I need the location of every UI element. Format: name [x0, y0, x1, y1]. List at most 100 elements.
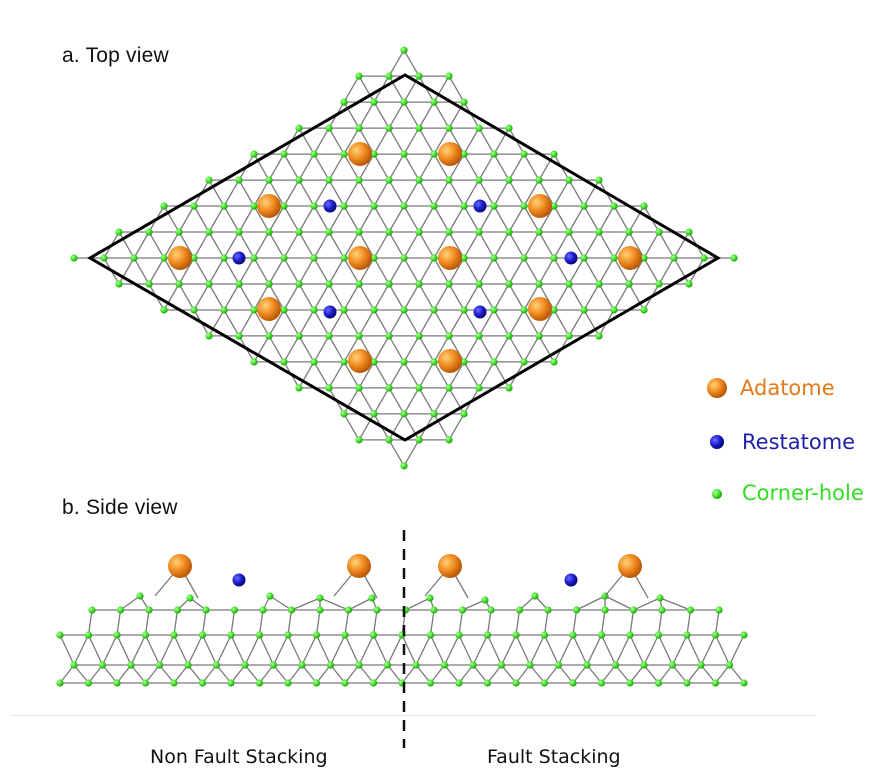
legend-item-adatom: Adatome	[706, 376, 835, 400]
top-cornerhole-atom	[430, 98, 438, 106]
top-cornerhole-atom	[70, 254, 78, 262]
top-cornerhole-atom	[460, 254, 468, 262]
side-cornerhole-atom	[711, 631, 720, 639]
top-restatom	[323, 199, 337, 213]
side-cornerhole-atom	[184, 661, 192, 669]
side-cornerhole-atom	[227, 631, 235, 639]
side-cornerhole-atom	[572, 606, 581, 614]
side-cornerhole-atom	[284, 679, 292, 687]
top-cornerhole-atom	[190, 306, 198, 314]
top-cornerhole-atom	[625, 228, 633, 236]
top-cornerhole-atom	[340, 358, 348, 366]
top-cornerhole-atom	[250, 254, 258, 262]
side-cornerhole-atom	[269, 661, 278, 669]
top-cornerhole-atom	[385, 280, 393, 288]
top-cornerhole-atom	[280, 150, 288, 158]
top-cornerhole-atom	[565, 280, 573, 288]
top-cornerhole-atom	[250, 202, 258, 210]
non-fault-stacking-label: Non Fault Stacking	[150, 746, 328, 768]
top-cornerhole-atom	[505, 280, 513, 288]
side-cornerhole-atom	[426, 594, 434, 602]
top-cornerhole-atom	[385, 176, 393, 184]
top-cornerhole-atom	[415, 124, 423, 132]
top-cornerhole-atom	[355, 228, 363, 236]
top-cornerhole-atom	[655, 280, 663, 288]
top-cornerhole-atom	[385, 384, 393, 392]
side-cornerhole-atom	[170, 631, 178, 639]
side-cornerhole-atom	[569, 631, 577, 639]
top-cornerhole-atom	[355, 72, 363, 80]
side-cornerhole-atom	[711, 679, 720, 687]
side-cornerhole-atom	[430, 606, 438, 614]
top-cornerhole-atom	[265, 228, 273, 236]
top-cornerhole-atom	[265, 332, 273, 340]
side-view-title: b. Side view	[62, 496, 178, 519]
top-cornerhole-atom	[385, 124, 393, 132]
side-cornerhole-atom	[601, 606, 609, 614]
side-cornerhole-atom	[611, 661, 620, 669]
side-cornerhole-atom	[355, 661, 363, 669]
top-cornerhole-atom	[445, 228, 453, 236]
side-cornerhole-atom	[512, 679, 520, 687]
top-cornerhole-atom	[535, 228, 543, 236]
top-cornerhole-atom	[280, 358, 288, 366]
side-cornerhole-atom	[88, 606, 96, 614]
top-cornerhole-atom	[505, 332, 513, 340]
side-cornerhole-atom	[113, 679, 121, 687]
side-cornerhole-atom	[316, 606, 324, 614]
side-cornerhole-atom	[483, 631, 492, 639]
top-adatom	[348, 142, 372, 166]
side-cornerhole-atom	[458, 606, 467, 614]
top-cornerhole-atom	[145, 228, 153, 236]
top-cornerhole-atom	[295, 124, 303, 132]
side-cornerhole-atom	[469, 661, 477, 669]
top-cornerhole-atom	[445, 72, 453, 80]
top-cornerhole-atom	[415, 280, 423, 288]
top-cornerhole-atom	[235, 228, 243, 236]
top-adatom	[348, 246, 372, 270]
legend-label-cornerhole: Corner-hole	[742, 481, 864, 505]
top-cornerhole-atom	[310, 306, 318, 314]
side-cornerhole-atom	[515, 606, 524, 614]
top-cornerhole-atom	[295, 176, 303, 184]
top-cornerhole-atom	[160, 254, 168, 262]
side-cornerhole-atom	[725, 661, 734, 669]
top-cornerhole-atom	[505, 176, 513, 184]
top-adatom	[348, 349, 372, 373]
side-cornerhole-atom	[70, 661, 78, 669]
side-restatom	[232, 573, 246, 587]
side-adatom	[618, 554, 642, 578]
side-cornerhole-atom	[440, 661, 449, 669]
legend-label-restatom: Restatome	[742, 430, 856, 454]
top-cornerhole-atom	[445, 332, 453, 340]
top-cornerhole-atom	[700, 254, 708, 262]
side-cornerhole-atom	[483, 679, 492, 687]
side-cornerhole-atom	[686, 606, 695, 614]
top-cornerhole-atom	[415, 72, 423, 80]
side-cornerhole-atom	[654, 679, 663, 687]
top-cornerhole-atom	[520, 150, 528, 158]
top-cornerhole-atom	[400, 46, 408, 54]
side-cornerhole-atom	[98, 661, 107, 669]
top-cornerhole-atom	[565, 176, 573, 184]
top-cornerhole-atom	[490, 254, 498, 262]
top-cornerhole-atom	[340, 150, 348, 158]
top-adatom	[257, 297, 281, 321]
side-cornerhole-atom	[540, 631, 549, 639]
top-cornerhole-atom	[160, 202, 168, 210]
top-cornerhole-atom	[430, 410, 438, 418]
top-cornerhole-atom	[475, 280, 483, 288]
top-cornerhole-atom	[280, 202, 288, 210]
top-cornerhole-atom	[415, 332, 423, 340]
top-cornerhole-atom	[400, 306, 408, 314]
top-cornerhole-atom	[430, 254, 438, 262]
top-restatom	[473, 199, 487, 213]
side-cornerhole-atom	[227, 679, 235, 687]
top-cornerhole-atom	[475, 384, 483, 392]
top-cornerhole-atom	[100, 254, 108, 262]
top-cornerhole-atom	[535, 176, 543, 184]
top-cornerhole-atom	[385, 72, 393, 80]
top-view-lattice	[70, 46, 738, 470]
side-cornerhole-atom	[141, 631, 150, 639]
top-cornerhole-atom	[445, 280, 453, 288]
